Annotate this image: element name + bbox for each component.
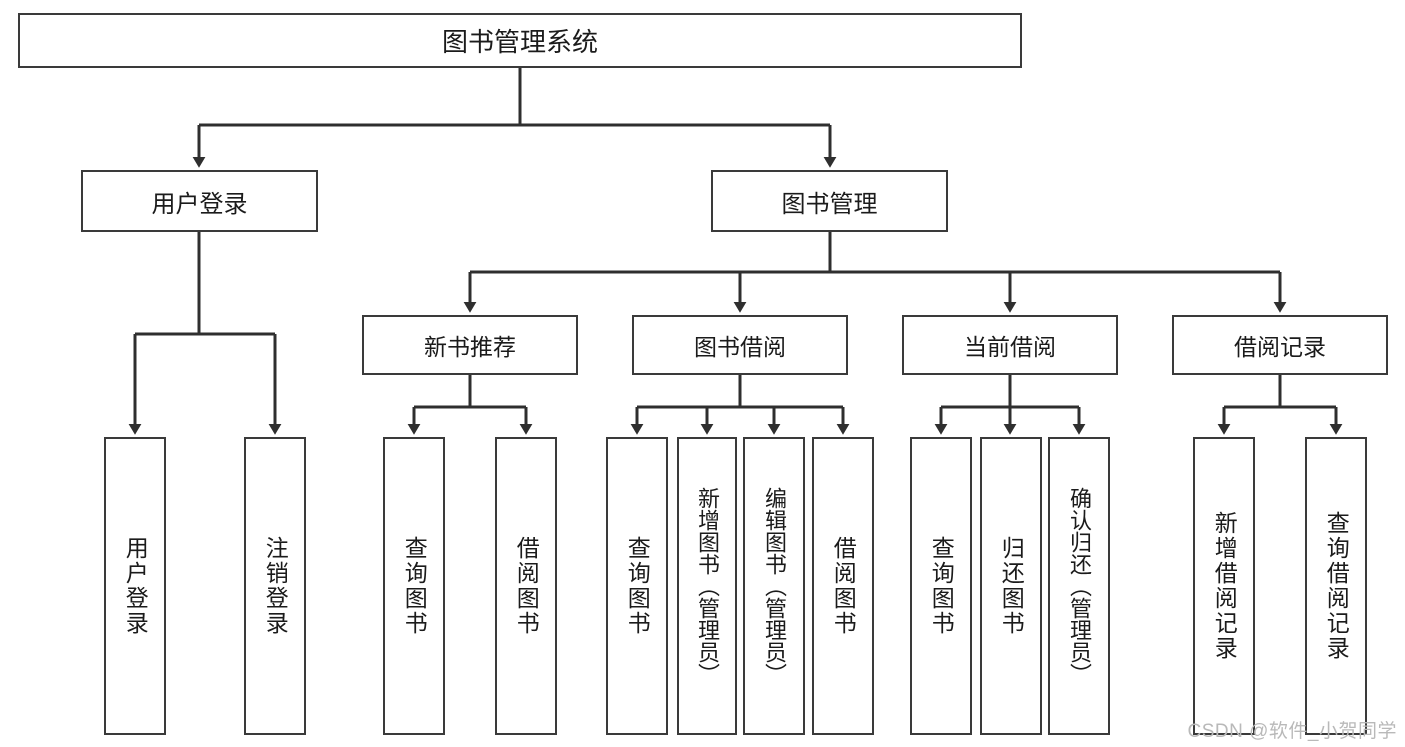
leaf-query-borrow-record-label: 查询借阅记录: [1323, 511, 1350, 661]
leaf-query-borrow-record[interactable]: 查询借阅记录: [1305, 437, 1367, 735]
leaf-query-book-new[interactable]: 查询图书: [383, 437, 445, 735]
leaf-logout-label: 注销登录: [262, 536, 289, 636]
node-user-login-label: 用户登录: [151, 190, 248, 218]
leaf-return-book[interactable]: 归还图书: [980, 437, 1042, 735]
leaf-user-login[interactable]: 用户登录: [104, 437, 166, 735]
leaf-query-book-current[interactable]: 查询图书: [910, 437, 972, 735]
leaf-add-borrow-record-label: 新增借阅记录: [1211, 511, 1238, 661]
leaf-add-borrow-record[interactable]: 新增借阅记录: [1193, 437, 1255, 735]
leaf-add-book-admin-label: 新增图书（管理员）: [695, 487, 720, 685]
node-current-borrow[interactable]: 当前借阅: [902, 315, 1118, 375]
node-book-management-label: 图书管理: [781, 190, 878, 218]
node-book-management[interactable]: 图书管理: [711, 170, 948, 232]
leaf-query-book-borrow-label: 查询图书: [624, 536, 651, 636]
leaf-query-book-new-label: 查询图书: [401, 536, 428, 636]
node-current-borrow-label: 当前借阅: [964, 334, 1056, 360]
leaf-edit-book-admin[interactable]: 编辑图书（管理员）: [743, 437, 805, 735]
leaf-borrow-book-label: 借阅图书: [830, 536, 857, 636]
leaf-user-login-label: 用户登录: [122, 536, 149, 636]
node-borrow-records-label: 借阅记录: [1234, 334, 1326, 360]
node-root-label: 图书管理系统: [441, 27, 598, 57]
leaf-return-book-label: 归还图书: [998, 536, 1025, 636]
csdn-watermark: CSDN @软件_小贺同学: [1187, 721, 1397, 742]
leaf-borrow-book[interactable]: 借阅图书: [812, 437, 874, 735]
leaf-borrow-book-new[interactable]: 借阅图书: [495, 437, 557, 735]
node-book-borrow[interactable]: 图书借阅: [632, 315, 848, 375]
node-borrow-records[interactable]: 借阅记录: [1172, 315, 1388, 375]
node-new-book-recommend[interactable]: 新书推荐: [362, 315, 578, 375]
leaf-query-book-borrow[interactable]: 查询图书: [606, 437, 668, 735]
node-user-login[interactable]: 用户登录: [81, 170, 318, 232]
leaf-confirm-return-admin-label: 确认归还（管理员）: [1067, 487, 1092, 685]
leaf-add-book-admin[interactable]: 新增图书（管理员）: [677, 437, 737, 735]
leaf-edit-book-admin-label: 编辑图书（管理员）: [762, 487, 787, 685]
leaf-logout[interactable]: 注销登录: [244, 437, 306, 735]
leaf-query-book-current-label: 查询图书: [928, 536, 955, 636]
leaf-borrow-book-new-label: 借阅图书: [513, 536, 540, 636]
node-book-borrow-label: 图书借阅: [694, 334, 786, 360]
node-new-book-recommend-label: 新书推荐: [424, 334, 516, 360]
node-root[interactable]: 图书管理系统: [18, 13, 1022, 68]
leaf-confirm-return-admin[interactable]: 确认归还（管理员）: [1048, 437, 1110, 735]
